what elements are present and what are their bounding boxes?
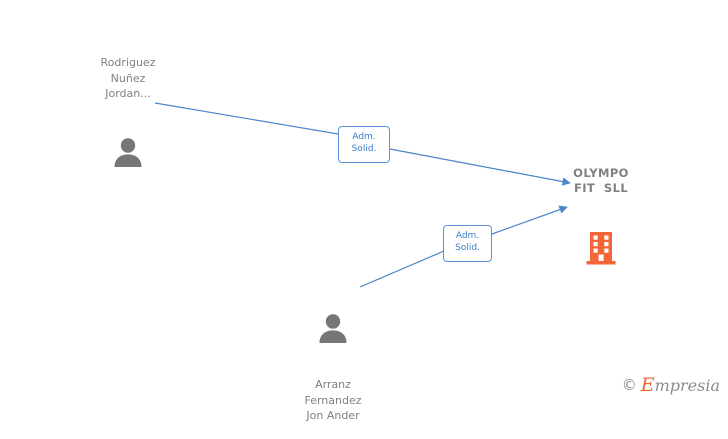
edge-bottom-segment-in (359, 250, 445, 288)
node-person-arranz-fernandez-jon-ander[interactable]: Arranz Fernandez Jon Ander (263, 283, 403, 439)
person-icon (114, 137, 142, 167)
edge-top[interactable] (154, 102, 571, 186)
edge-label-top-line-1: Adm. (352, 132, 376, 142)
graph-page: { "diagram": { "title": "OLYMPO FIT SLL … (58, 25, 720, 422)
edge-label-bottom-line-2: Solid. (455, 243, 480, 253)
edge-top-segment-in (154, 102, 339, 135)
node-company-olympo-fit-sll[interactable]: OLYMPO FIT SLL (526, 136, 676, 280)
person-icon (319, 314, 347, 343)
edge-label-bottom-line-1: Adm. (455, 231, 480, 241)
watermark-empresia: © Empresia (621, 374, 720, 396)
building-icon (586, 232, 616, 265)
brand-initial: E (640, 374, 655, 396)
edge-label-adm-solid-top[interactable]: Adm. Solid. (338, 126, 390, 163)
node-company-label: OLYMPO FIT SLL (573, 166, 629, 195)
edge-label-top-line-2: Solid. (351, 144, 377, 154)
copyright-icon: © (621, 376, 637, 394)
node-person-top-label: Rodriguez Nuñez Jordan... (100, 56, 156, 100)
edge-top-segment-out (389, 148, 571, 186)
graph-edges-canvas (154, 102, 571, 288)
node-person-bottom-label: Arranz Fernandez Jon Ander (304, 378, 362, 422)
edge-bottom-segment-out (491, 205, 568, 235)
brand-rest: mpresia (654, 376, 720, 395)
brand-wordmark: Empresia (640, 374, 720, 396)
edge-label-adm-solid-bottom[interactable]: Adm. Solid. (443, 225, 492, 262)
node-person-rodriguez-nunez-jordan[interactable]: Rodriguez Nuñez Jordan... (58, 25, 198, 182)
edge-bottom[interactable] (359, 205, 568, 288)
